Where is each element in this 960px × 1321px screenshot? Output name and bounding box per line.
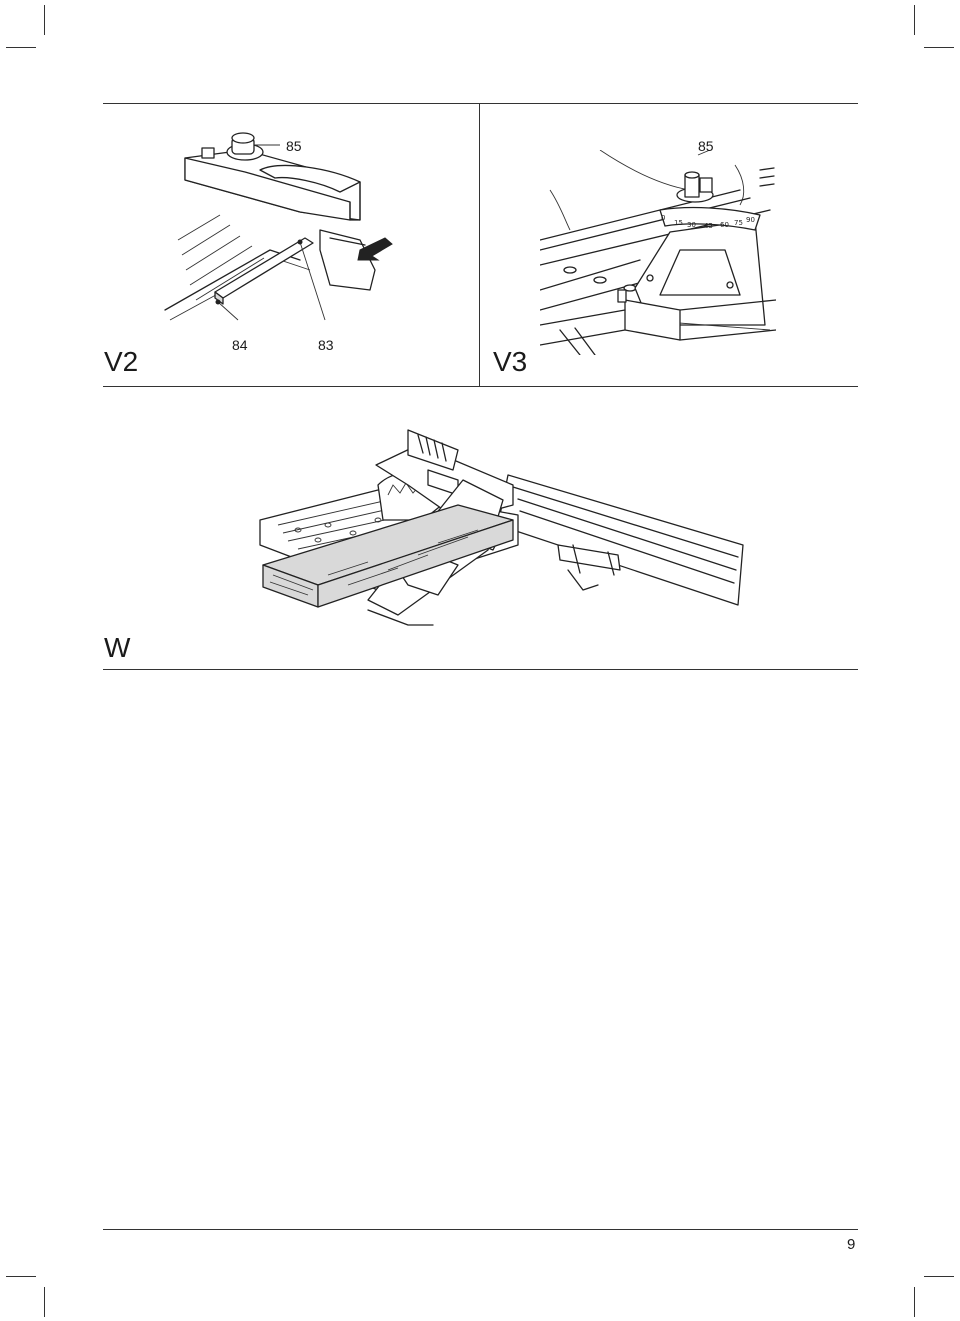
scale-30: 30	[687, 221, 696, 229]
callout-84: 84	[232, 337, 248, 353]
callout-85-v3: 85	[698, 138, 714, 154]
figure-label-v3: V3	[493, 346, 528, 377]
crop-mark-br-h	[924, 1276, 954, 1277]
scale-0: 0	[661, 214, 665, 222]
callout-83: 83	[318, 337, 334, 353]
top-rule	[103, 103, 858, 104]
figure-v3-illustration: 0 15 30 45 60 75 90	[540, 150, 776, 355]
angle-scale: 0 15 30 45 60 75 90	[661, 214, 755, 230]
crop-mark-tr-v	[914, 5, 915, 35]
crop-mark-bl-h	[6, 1276, 36, 1277]
crop-mark-bl-v	[44, 1287, 45, 1317]
crop-mark-tl-v	[44, 5, 45, 35]
figure-w-illustration	[259, 429, 744, 626]
scale-75: 75	[734, 219, 743, 227]
scale-15: 15	[674, 219, 683, 227]
figure-divider	[479, 103, 480, 387]
page-number: 9	[847, 1236, 856, 1253]
figure-label-w: W	[104, 632, 131, 663]
footer-rule	[103, 1229, 858, 1230]
figure-w-rule	[103, 669, 858, 670]
figure-v2-illustration	[164, 132, 393, 321]
callout-85-v2: 85	[286, 138, 302, 154]
crop-mark-br-v	[914, 1287, 915, 1317]
crop-mark-tr-h	[924, 47, 954, 48]
crop-mark-tl-h	[6, 47, 36, 48]
scale-45: 45	[704, 222, 713, 230]
scale-90: 90	[746, 216, 755, 224]
scale-60: 60	[720, 221, 729, 229]
figure-label-v2: V2	[104, 346, 139, 377]
figures-v-rule	[103, 386, 858, 387]
